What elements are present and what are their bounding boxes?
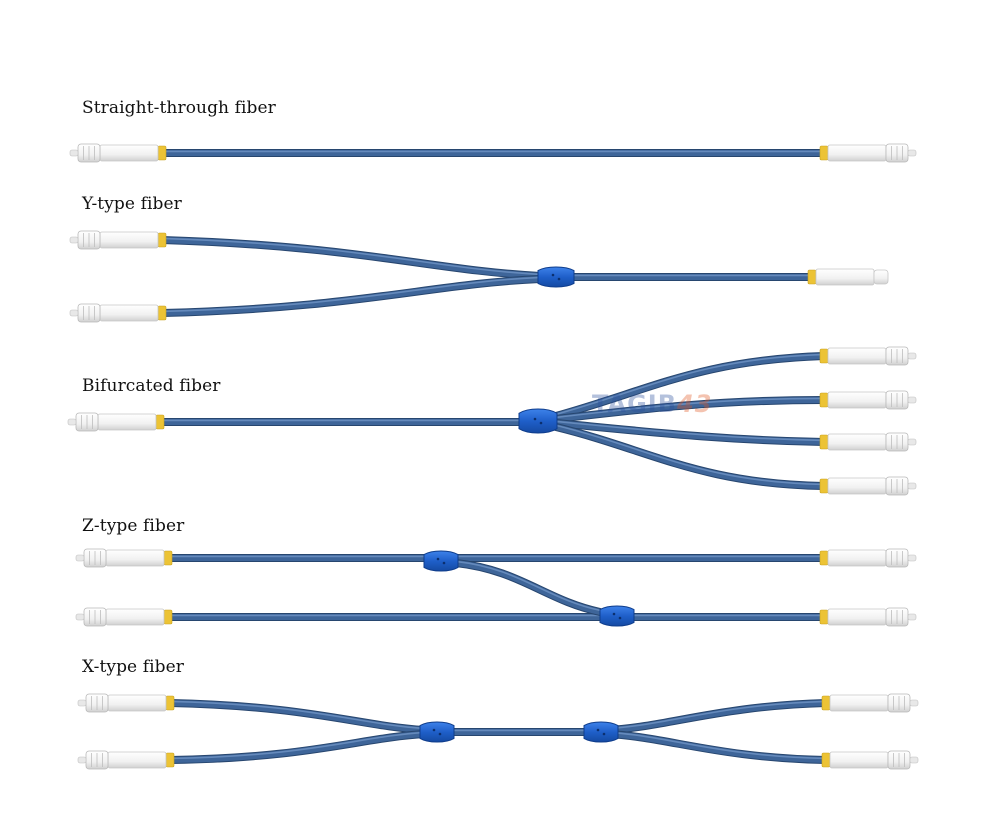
fiber-cable (606, 730, 830, 764)
straight-through-fiber-label: Straight-through fiber (82, 98, 276, 118)
connector-icon (819, 476, 917, 496)
fiber-cable (158, 149, 828, 157)
fiber-cable (166, 730, 428, 764)
connector-icon (819, 432, 917, 452)
connectors-layer (67, 143, 919, 770)
fiber-cable (156, 418, 524, 426)
connector-icon (77, 693, 175, 713)
connector-icon (75, 607, 173, 627)
fiber-cable (452, 559, 604, 616)
fiber-cable (166, 699, 428, 734)
fiber-cable (446, 728, 594, 736)
fiber-cable (606, 699, 830, 734)
z-type-fiber-label: Z-type fiber (82, 516, 185, 536)
fiber-cable (164, 554, 828, 562)
fiber-cable (158, 275, 544, 317)
splitter-icon (518, 408, 558, 434)
fiber-cable (164, 613, 828, 621)
cables-layer (156, 149, 830, 764)
bifurcated-fiber-label: Bifurcated fiber (82, 376, 221, 396)
connector-icon (75, 548, 173, 568)
splitter-icon (599, 605, 635, 627)
fiber-cable (552, 419, 828, 446)
connector-icon (821, 750, 919, 770)
connector-icon (69, 143, 167, 163)
splitters-layer (419, 266, 635, 743)
connector-icon (819, 143, 917, 163)
splitter-icon (583, 721, 619, 743)
fiber-cable (552, 423, 828, 490)
connector-icon (77, 750, 175, 770)
connector-icon (69, 230, 167, 250)
connector-icon (819, 390, 917, 410)
splitter-icon (419, 721, 455, 743)
connector-icon (67, 412, 165, 432)
splitter-icon (423, 550, 459, 572)
connector-icon (819, 346, 917, 366)
fiber-cable (552, 396, 828, 423)
connector-icon (819, 548, 917, 568)
x-type-fiber-label: X-type fiber (82, 657, 185, 677)
connector-icon (69, 303, 167, 323)
fiber-cable (552, 352, 828, 420)
connector-icon (807, 268, 889, 286)
connector-icon (821, 693, 919, 713)
y-type-fiber-label: Y-type fiber (82, 194, 182, 214)
splitter-icon (537, 266, 575, 288)
connector-icon (819, 607, 917, 627)
fiber-cable (556, 273, 816, 281)
fiber-cable (158, 236, 544, 280)
